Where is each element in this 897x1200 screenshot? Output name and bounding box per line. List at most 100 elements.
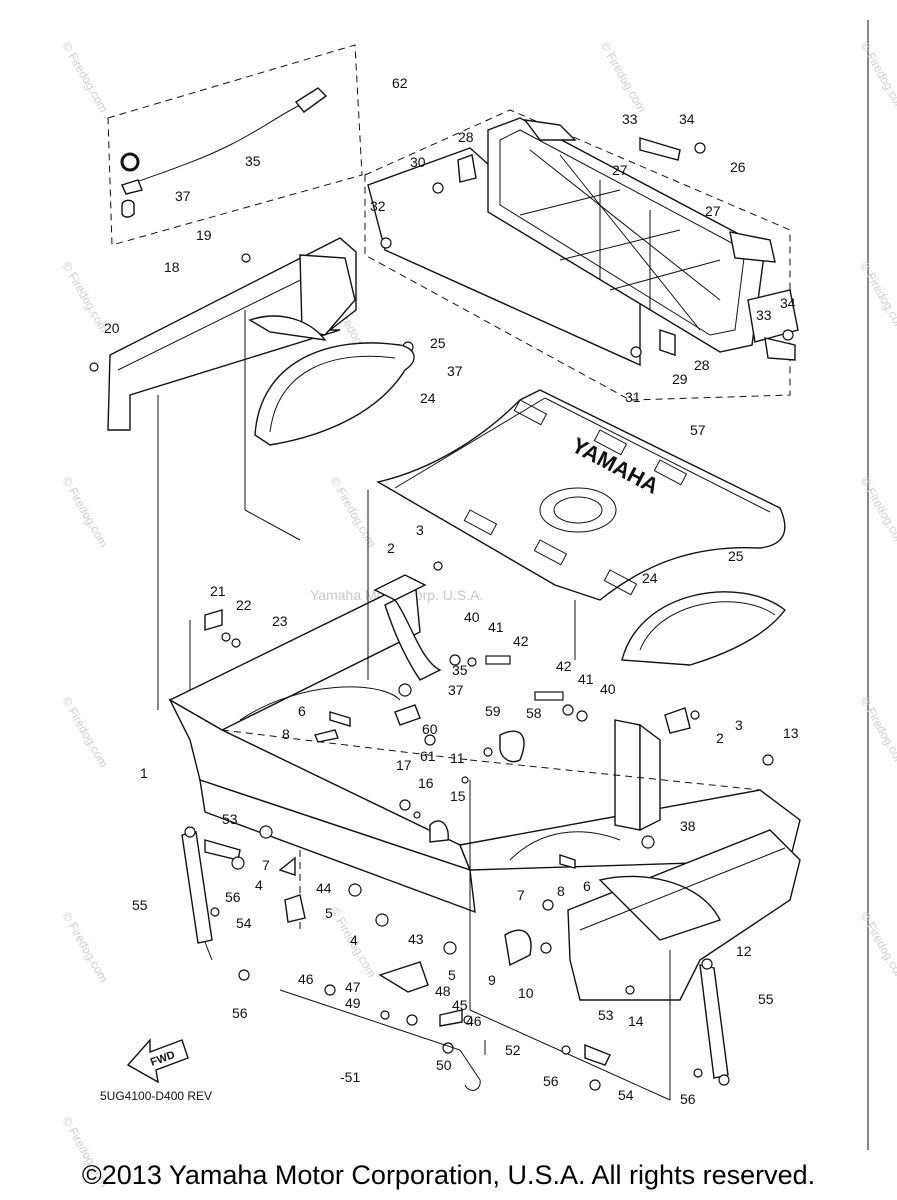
callout-label: 32	[370, 198, 386, 214]
callout-label: 23	[272, 613, 288, 629]
callout-label: 13	[783, 725, 799, 741]
cable-kit-box	[107, 44, 363, 246]
callout-label: 7	[517, 887, 525, 903]
callout-label: 3	[416, 522, 424, 538]
callout-labels: 62 35 37 19 18 20 28 30 32 33 34 27 26 2…	[104, 75, 799, 1107]
callout-label: 47	[345, 979, 361, 995]
watermark: © Firedog.com	[857, 475, 897, 550]
callout-label: 35	[452, 662, 468, 678]
callout-label: 54	[236, 915, 252, 931]
callout-label: 49	[345, 995, 361, 1011]
callout-label: 26	[730, 159, 746, 175]
callout-label: 33	[622, 111, 638, 127]
hardware	[204, 561, 774, 1091]
callout-label: 30	[410, 154, 426, 170]
watermark: © Firedog.com	[857, 260, 897, 335]
callout-label: 3	[735, 717, 743, 733]
callout-label: 33	[756, 307, 772, 323]
callout-label: 54	[618, 1087, 634, 1103]
callout-label: 56	[232, 1005, 248, 1021]
callout-label: 35	[245, 153, 261, 169]
callout-label: 55	[758, 991, 774, 1007]
callout-label: 27	[612, 162, 628, 178]
diagram-code: 5UG4100-D400 REV	[100, 1089, 212, 1103]
callout-label: 37	[447, 363, 463, 379]
callout-label: 5	[325, 905, 333, 921]
callout-label: 58	[526, 705, 542, 721]
callout-label: 55	[132, 897, 148, 913]
right-fender	[621, 591, 786, 666]
callout-label: 37	[448, 682, 464, 698]
callout-label: 57	[690, 422, 706, 438]
callout-label: 53	[222, 811, 238, 827]
copyright-notice: ©2013 Yamaha Motor Corporation, U.S.A. A…	[81, 1160, 816, 1190]
callout-label: 42	[556, 658, 572, 674]
callout-label: 25	[728, 548, 744, 564]
callout-label: 28	[694, 357, 710, 373]
watermark: © Firedog.com	[59, 40, 111, 115]
cargo-bed	[168, 578, 801, 1001]
callout-label: 60	[422, 721, 438, 737]
callout-label: 34	[679, 111, 695, 127]
callout-label: 38	[680, 818, 696, 834]
callout-label: 2	[716, 730, 724, 746]
callout-label: 41	[488, 619, 504, 635]
left-side-rail	[89, 237, 414, 431]
callout-label: 53	[598, 1007, 614, 1023]
callout-label: 61	[420, 748, 436, 764]
callout-label: 44	[316, 880, 332, 896]
callout-label: 25	[430, 335, 446, 351]
watermark: © Firedog.com	[597, 40, 649, 115]
callout-label: 16	[418, 775, 434, 791]
callout-label: 37	[175, 188, 191, 204]
callout-label: 29	[672, 371, 688, 387]
watermark: © Firedog.com	[857, 695, 897, 770]
callout-label: 24	[642, 570, 658, 586]
callout-label: 52	[505, 1042, 521, 1058]
callout-label: 5	[448, 967, 456, 983]
watermark: © Firedog.com	[857, 40, 897, 115]
callout-label: 12	[736, 943, 752, 959]
callout-label: 9	[488, 972, 496, 988]
callout-label: 4	[255, 877, 263, 893]
callout-label: 21	[210, 583, 226, 599]
center-lines	[157, 310, 671, 1101]
callout-label: 15	[450, 788, 466, 804]
callout-label: 31	[625, 389, 641, 405]
tailgate-assembly	[364, 109, 799, 401]
callout-label: 11	[450, 750, 465, 766]
callout-label: 22	[236, 597, 252, 613]
watermark: © Firedog.com	[59, 695, 111, 770]
callout-label: 42	[513, 633, 529, 649]
callout-label: 43	[408, 931, 424, 947]
callout-label: 14	[628, 1013, 644, 1029]
callout-label: 6	[298, 703, 306, 719]
watermark: © Firedog.com	[857, 910, 897, 985]
watermark: © Firedog.com	[327, 475, 379, 550]
callout-label: 40	[600, 681, 616, 697]
callout-label: 4	[350, 932, 358, 948]
callout-label: 28	[458, 129, 474, 145]
callout-label: 34	[780, 295, 796, 311]
callout-label: 1	[140, 765, 148, 781]
callout-label: 8	[282, 726, 290, 742]
callout-label: 59	[485, 703, 501, 719]
callout-label: -51	[340, 1069, 360, 1085]
callout-label: 18	[164, 259, 180, 275]
callout-label: 7	[262, 857, 270, 873]
callout-label: 56	[680, 1091, 696, 1107]
callout-label: 48	[435, 983, 451, 999]
callout-label: 41	[578, 671, 594, 687]
callout-label: 19	[196, 227, 212, 243]
watermark: © Firedog.com	[59, 475, 111, 550]
callout-label: 46	[298, 971, 314, 987]
callout-label: 50	[436, 1057, 452, 1073]
callout-label: 10	[518, 985, 534, 1001]
callout-label: 56	[225, 889, 241, 905]
gas-struts	[181, 826, 730, 1086]
callout-label: 27	[705, 203, 721, 219]
callout-label: 40	[464, 609, 480, 625]
callout-label: 46	[466, 1013, 482, 1029]
watermark: © Firedog.com	[59, 910, 111, 985]
